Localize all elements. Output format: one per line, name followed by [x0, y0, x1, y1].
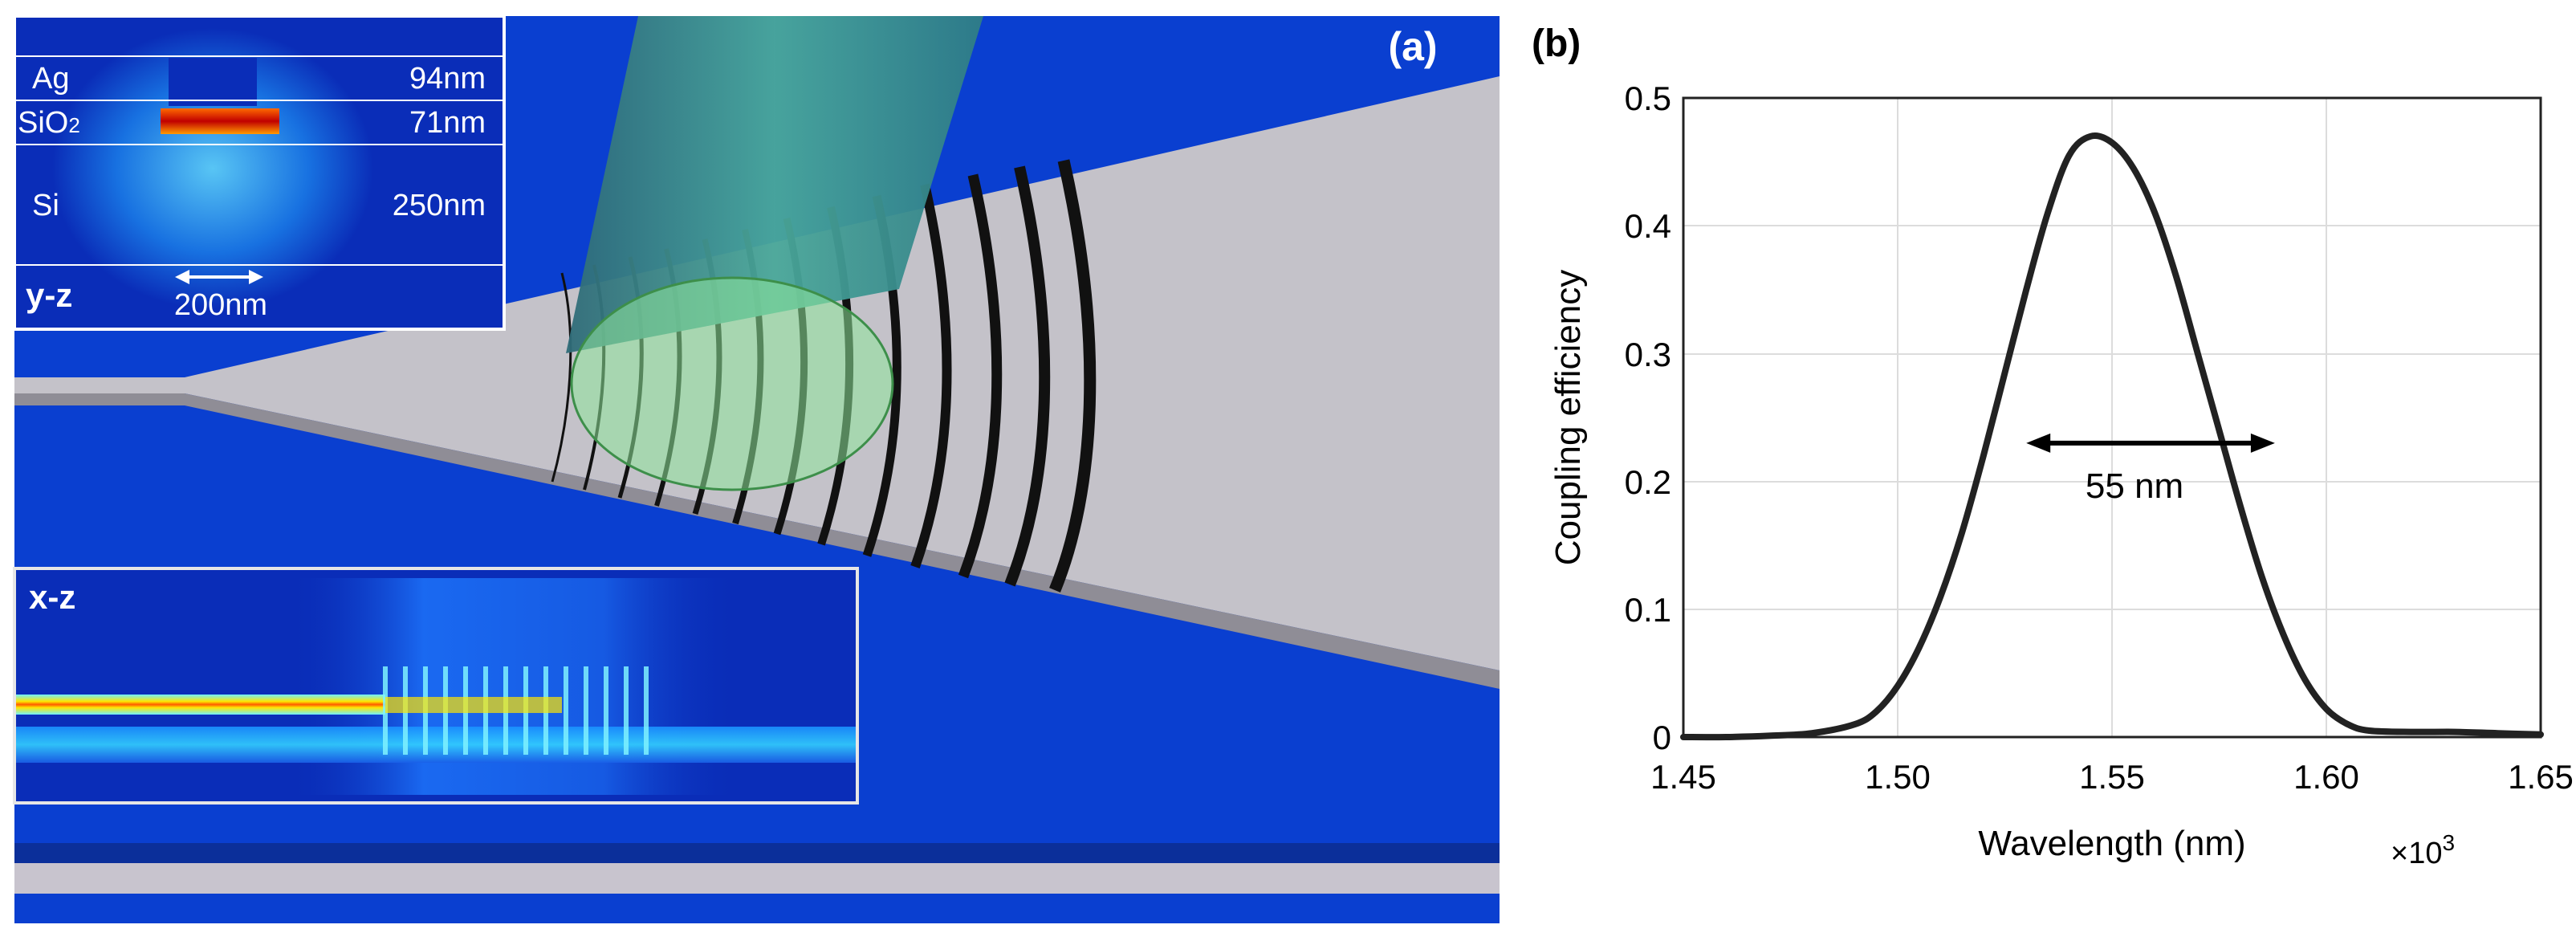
optical-fiber	[566, 16, 983, 491]
y-axis-title: Coupling efficiency	[1548, 270, 1588, 566]
y-tick-label: 0.4	[1625, 207, 1671, 245]
x-tick-label: 1.50	[1865, 758, 1931, 796]
fwhm-label: 55 nm	[2086, 466, 2183, 506]
x-tick-labels: 1.45 1.50 1.55 1.60 1.65	[1650, 758, 2574, 796]
y-tick-label: 0	[1653, 719, 1671, 756]
panel-label: (a)	[1388, 24, 1437, 69]
substrate-layer-light	[14, 863, 1500, 894]
fwhm-arrowhead-right	[2250, 433, 2275, 453]
y-tick-label: 0.2	[1625, 463, 1671, 501]
substrate-layer-bottom	[14, 894, 1500, 923]
x-tick-label: 1.60	[2293, 758, 2359, 796]
inset-yz-field	[52, 28, 373, 309]
layer-material-label: SiO2	[18, 106, 80, 140]
y-tick-label: 0.3	[1625, 336, 1671, 373]
fiber-body	[566, 16, 983, 353]
scale-label: 200nm	[174, 288, 267, 322]
panel-b: (b) 1.45 1.50 1.55 1.60 1.65 0 0.1 0.2 0…	[1532, 22, 2574, 870]
inset-xz-beam-tail	[385, 697, 562, 713]
y-tick-labels: 0 0.1 0.2 0.3 0.4 0.5	[1625, 79, 1671, 756]
inset-xz-lower-band	[16, 727, 856, 763]
grating-line	[958, 173, 1003, 579]
fwhm-arrowhead-left	[2026, 433, 2051, 453]
layer-material-label: Ag	[32, 62, 69, 96]
panel-a: Ag 94nm SiO2 71nm Si 250nm 200nm y-z	[13, 14, 1500, 923]
efficiency-curve	[1680, 132, 2544, 741]
layer-material-label: Si	[32, 189, 59, 222]
inset-xz: x-z	[13, 567, 859, 805]
x-axis-multiplier: ×103	[2391, 830, 2455, 870]
chart-gridlines	[1684, 98, 2541, 737]
inset-xz-beam	[16, 695, 385, 715]
x-tick-label: 1.55	[2079, 758, 2145, 796]
scale-arrow	[175, 270, 263, 284]
grating-line	[1049, 159, 1097, 593]
inset-xz-grating-field	[383, 666, 649, 755]
layer-thickness-label: 71nm	[409, 106, 486, 140]
grating-line	[1004, 165, 1051, 587]
y-tick-label: 0.5	[1625, 79, 1671, 117]
inset-yz: Ag 94nm SiO2 71nm Si 250nm 200nm y-z	[13, 14, 506, 331]
y-tick-label: 0.1	[1625, 591, 1671, 629]
x-tick-label: 1.45	[1650, 758, 1716, 796]
view-label: x-z	[29, 578, 75, 616]
layer-thickness-label: 94nm	[409, 62, 486, 96]
plot-frame	[1682, 96, 2542, 739]
layer-thickness-label: 250nm	[393, 189, 486, 222]
substrate-layer-dark	[14, 843, 1500, 863]
fiber-spot	[570, 276, 894, 491]
view-label: y-z	[26, 276, 72, 314]
panel-label: (b)	[1532, 22, 1581, 65]
inset-yz-silver-block	[169, 58, 257, 106]
grating-line	[910, 183, 952, 568]
x-tick-label: 1.65	[2508, 758, 2574, 796]
fwhm-annotation: 55 nm	[2026, 433, 2275, 506]
x-axis-title: Wavelength (nm)	[1978, 824, 2245, 863]
inset-yz-field-core	[161, 108, 279, 134]
grating-line	[551, 272, 572, 483]
